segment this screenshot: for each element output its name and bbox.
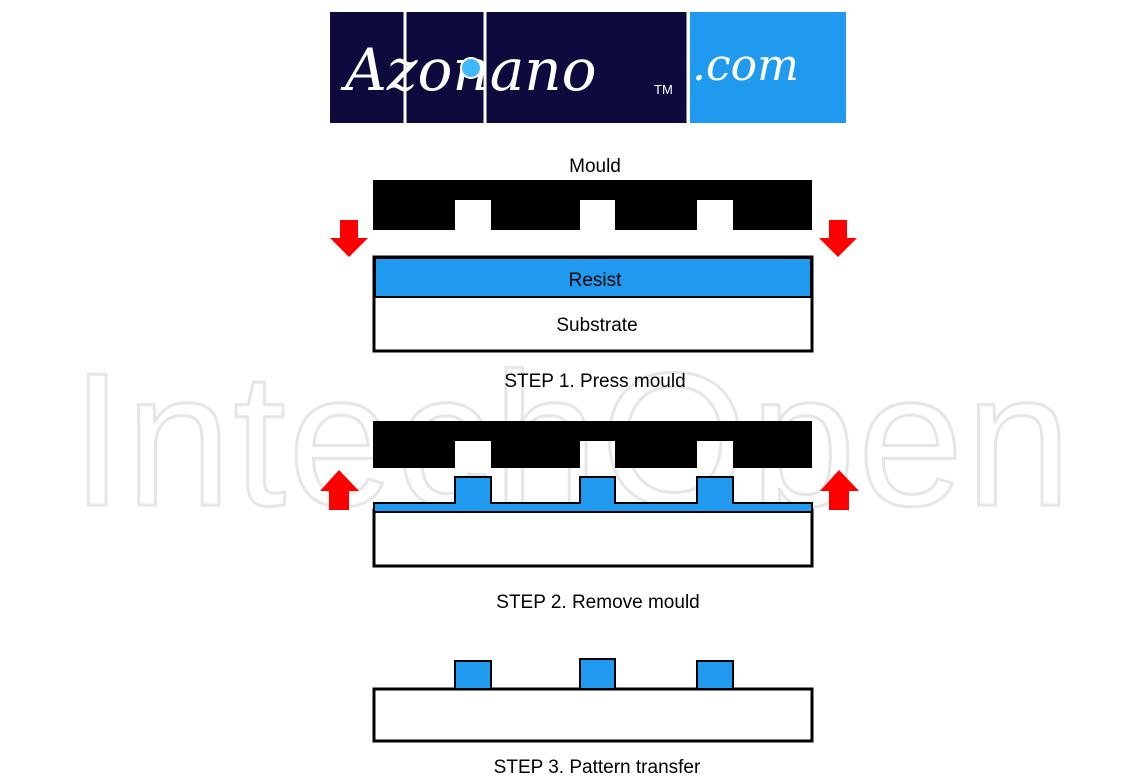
down-arrow-icon xyxy=(819,220,857,257)
up-arrow-icon xyxy=(820,470,859,510)
step3-resist-feature xyxy=(696,660,734,690)
azonano-logo: Azonano TM .com xyxy=(330,12,846,123)
resist-label: Resist xyxy=(569,270,623,291)
step1-caption: STEP 1. Press mould xyxy=(504,371,685,392)
step3-resist-feature xyxy=(579,658,616,690)
mould-label: Mould xyxy=(569,156,621,177)
step3-resist-feature xyxy=(454,660,492,690)
step2-mould xyxy=(373,421,812,468)
logo-suffix: .com xyxy=(692,40,799,91)
step1-mould xyxy=(373,180,812,230)
step2-caption: STEP 2. Remove mould xyxy=(496,592,699,613)
down-arrow-icon xyxy=(330,220,368,257)
substrate-label: Substrate xyxy=(556,315,637,336)
step1-resist xyxy=(374,257,812,298)
logo-trademark: TM xyxy=(654,82,673,97)
step2-substrate xyxy=(372,508,814,568)
step2-resist-pattern xyxy=(373,476,813,513)
logo-dot xyxy=(460,57,482,79)
logo-light-panel xyxy=(690,12,846,123)
step3-caption: STEP 3. Pattern transfer xyxy=(494,757,701,776)
up-arrow-icon xyxy=(320,470,359,510)
logo-dark-panel xyxy=(330,12,687,123)
step3-substrate xyxy=(372,687,814,743)
